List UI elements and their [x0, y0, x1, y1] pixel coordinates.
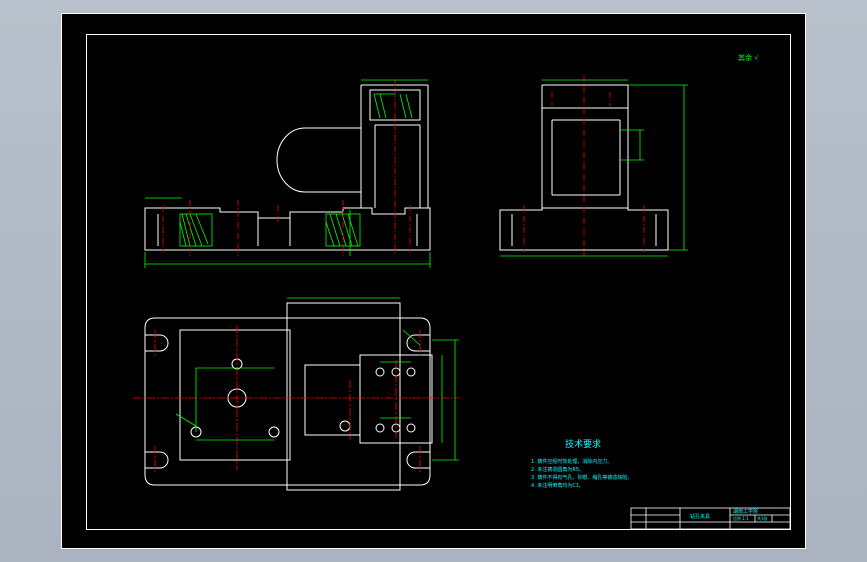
tech-req-item: 3. 铸件不得有气孔、砂眼、缩孔等铸造缺陷。 — [531, 474, 632, 481]
tech-req-item: 1. 铸件应经时效处理，消除内应力。 — [531, 458, 612, 465]
side-view-dimensions — [500, 79, 688, 257]
top-view-arm — [304, 364, 361, 436]
front-view-dimensions — [144, 79, 431, 268]
top-view-bushing-plate — [359, 354, 433, 444]
tech-requirements: 技术要求 1. 铸件应经时效处理，消除内应力。 2. 未注铸造圆角为R5。 3.… — [531, 438, 632, 489]
top-view-slots — [145, 334, 430, 469]
roughness-mark: 其余 √ — [738, 53, 759, 62]
title-block-sheet: 共1张 — [757, 515, 768, 521]
front-view — [144, 79, 431, 268]
front-view-centerlines — [162, 80, 411, 256]
tech-req-item: 4. 未注明倒角均为C1。 — [531, 482, 584, 489]
drawing-sheet — [61, 13, 805, 548]
title-block — [630, 507, 791, 530]
front-view-boss — [276, 127, 361, 193]
tech-req-item: 2. 未注铸造圆角为R5。 — [531, 466, 584, 473]
top-view-column-outline — [286, 302, 401, 491]
side-view-centerlines — [523, 75, 645, 256]
side-view-base — [499, 207, 669, 251]
top-view — [133, 297, 460, 491]
title-block-scale: 比例 1:1 — [733, 515, 749, 521]
tech-req-title: 技术要求 — [565, 438, 601, 450]
front-view-bushing-block — [369, 89, 421, 121]
top-view-base — [144, 317, 431, 486]
side-view-body — [541, 84, 629, 208]
side-view — [499, 75, 688, 257]
front-view-base-inner — [157, 214, 418, 246]
front-view-hatch — [179, 93, 413, 247]
top-view-dimensions — [175, 297, 459, 461]
top-view-centerlines — [133, 325, 460, 474]
title-block-school: 湖南工学院 — [733, 508, 758, 515]
side-view-base-inner — [511, 214, 657, 246]
front-view-column — [360, 84, 429, 208]
title-block-part-name: 钻孔夹具 — [690, 513, 710, 520]
sheet-outer-border — [61, 13, 806, 549]
sheet-inner-border — [86, 34, 791, 530]
top-view-pocket — [179, 329, 291, 461]
